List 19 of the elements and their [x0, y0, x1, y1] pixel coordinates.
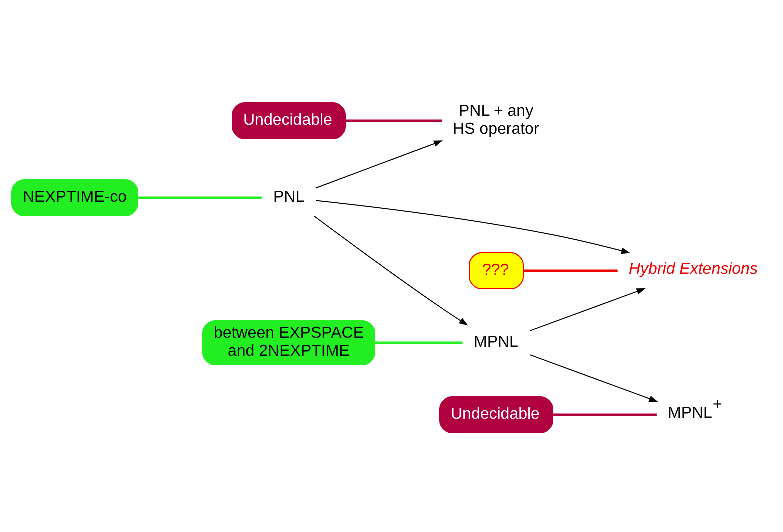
arrow [530, 354, 658, 402]
connector [375, 342, 463, 344]
connector [346, 120, 442, 122]
connector [524, 270, 618, 272]
node-box: NEXPTIME-co [12, 180, 138, 216]
node-box: Undecidable [440, 396, 554, 434]
arrow [316, 200, 631, 254]
node-text: PNL [274, 188, 305, 206]
arrow [530, 288, 646, 332]
connector [138, 196, 262, 200]
connector [553, 414, 657, 416]
arrow [316, 140, 444, 189]
node-text: PNL + any HS operator [453, 102, 540, 138]
node-box: Undecidable [232, 102, 346, 140]
arrow [314, 216, 468, 326]
node-box: ??? [469, 252, 524, 290]
node-text: Hybrid Extensions [629, 260, 758, 278]
node-box: between EXPSPACE and 2NEXPTIME [202, 320, 376, 366]
node-text: MPNL [474, 334, 518, 351]
